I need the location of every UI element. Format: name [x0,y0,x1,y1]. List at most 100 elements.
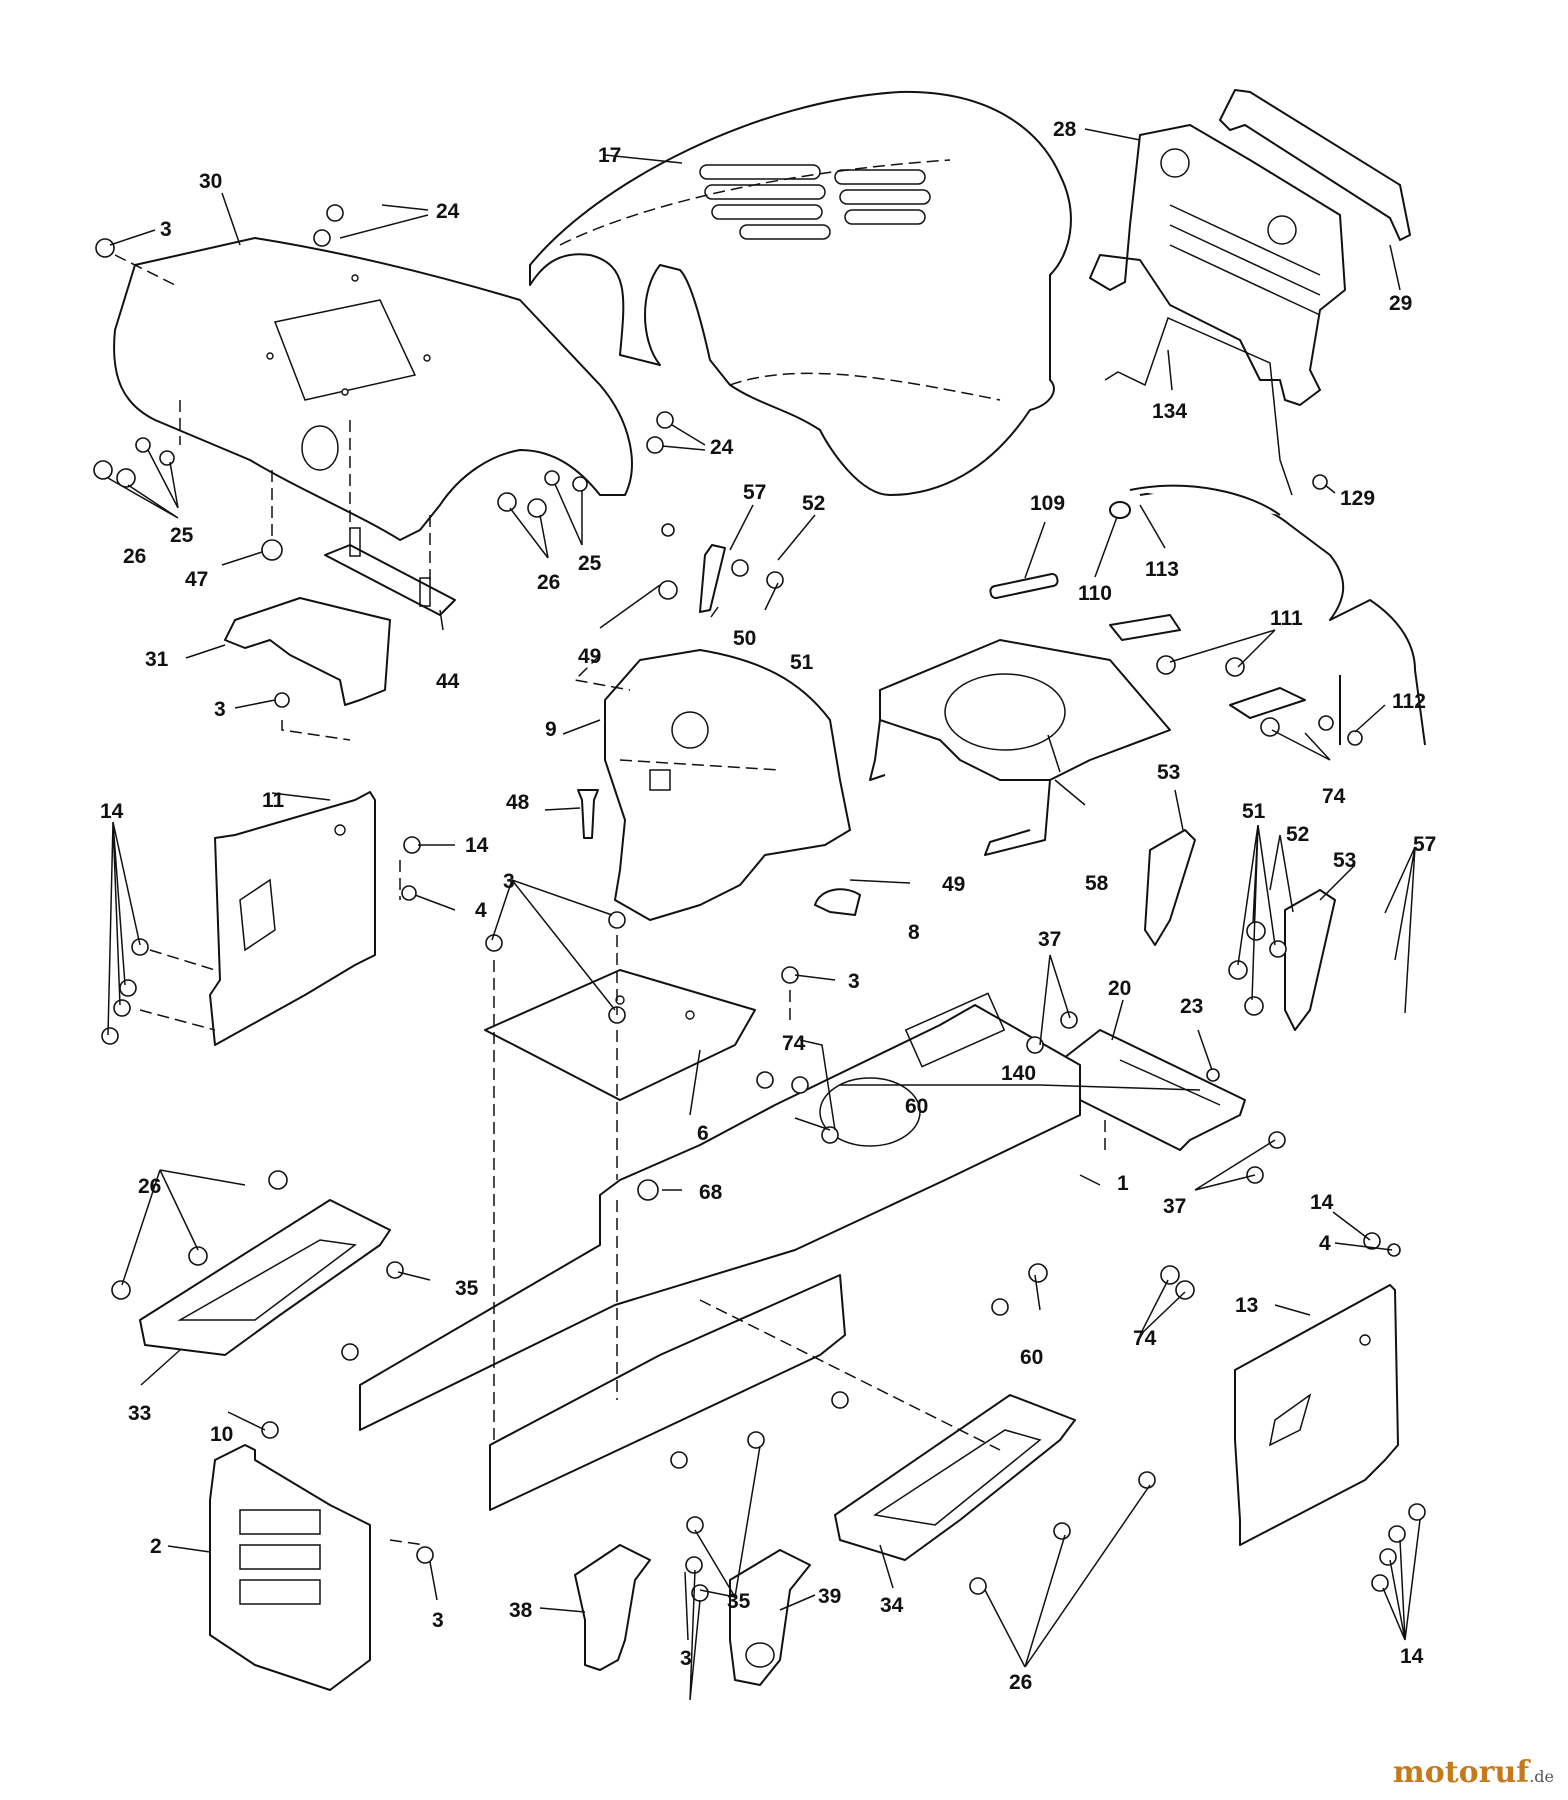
dash-bracket-part [224,539,391,706]
pedal-bracket-part [1054,1029,1246,1151]
callout-3: 3 [503,870,515,893]
plate-with-studs-part [324,527,456,616]
callout-48: 48 [506,791,530,814]
left-side-panel-part [209,791,376,1046]
callout-14: 14 [1310,1191,1334,1214]
callout-13: 13 [1235,1294,1258,1317]
callout-3: 3 [680,1647,692,1670]
dash-housing-part [604,649,851,921]
callout-26: 26 [1009,1671,1032,1694]
callout-11: 11 [262,789,285,812]
callout-23: 23 [1180,995,1203,1018]
callout-53: 53 [1333,849,1356,872]
callout-129: 129 [1340,487,1375,510]
callout-52: 52 [1286,823,1309,846]
callout-60: 60 [1020,1346,1043,1369]
callout-25: 25 [170,524,194,547]
callout-33: 33 [128,1402,151,1425]
callout-53: 53 [1157,761,1180,784]
callout-44: 44 [436,670,460,693]
main-frame-part [359,992,1081,1511]
callout-3: 3 [848,970,860,993]
callout-49: 49 [942,873,965,896]
callout-3: 3 [432,1609,444,1632]
assembly-lines [114,254,1106,1546]
callout-74: 74 [782,1032,806,1055]
callout-52: 52 [802,492,825,515]
callout-1: 1 [1117,1172,1129,1195]
callout-26: 26 [123,545,146,568]
front-bracket-part [209,1444,371,1691]
callout-57: 57 [743,481,766,504]
callout-110: 110 [1078,582,1112,605]
callout-26: 26 [138,1175,161,1198]
callout-38: 38 [509,1599,533,1622]
right-lower-bracket-part [729,1549,811,1686]
callout-109: 109 [1030,492,1065,515]
callout-140: 140 [1001,1062,1036,1085]
callout-30: 30 [199,170,222,193]
mounting-plate-part [484,969,756,1101]
callout-47: 47 [185,568,208,591]
leader-lines [107,128,1421,1701]
callout-3: 3 [160,218,172,241]
side-bracket-part [1144,829,1336,1031]
push-pin-part [577,789,599,839]
callout-34: 34 [880,1594,904,1617]
right-footrest-part [834,1394,1076,1561]
callout-35: 35 [727,1590,751,1613]
callout-14: 14 [465,834,489,857]
callout-57: 57 [1413,833,1436,856]
fastener-group [93,204,1426,1602]
callout-29: 29 [1389,292,1412,315]
callout-74: 74 [1322,785,1346,808]
callout-20: 20 [1108,977,1131,1000]
callout-14: 14 [100,800,124,823]
callout-112: 112 [1392,690,1426,713]
callout-3: 3 [214,698,226,721]
watermark-tld: .de [1529,1767,1554,1786]
callout-24: 24 [710,436,734,459]
callout-51: 51 [1242,800,1266,823]
grille-part [1089,124,1346,406]
callout-31: 31 [145,648,169,671]
site-watermark: motoruf.de [1393,1755,1554,1790]
plug-part [1109,501,1131,519]
link-part [658,523,784,613]
callout-26: 26 [537,571,560,594]
steering-tube-part [1109,484,1426,746]
left-footrest-part [139,1199,391,1356]
clip-part [814,888,861,916]
callout-24: 24 [436,200,460,223]
callout-68: 68 [699,1181,723,1204]
callout-113: 113 [1145,558,1179,581]
watermark-name: motoruf [1393,1755,1530,1790]
callout-49: 49 [578,645,601,668]
callout-4: 4 [475,899,487,922]
callout-111: 111 [1270,607,1303,630]
callout-6: 6 [697,1122,709,1145]
callout-51: 51 [790,651,814,674]
callout-60: 60 [905,1095,928,1118]
key-part [989,572,1059,600]
callout-2: 2 [150,1535,162,1558]
callout-labels: 17 30 3 24 24 25 26 25 26 47 31 3 44 28 … [100,118,1436,1694]
dash-panel-part [113,237,633,541]
callout-50: 50 [733,627,756,650]
callout-10: 10 [210,1423,233,1446]
callout-74: 74 [1133,1327,1157,1350]
callout-8: 8 [908,921,920,944]
callout-37: 37 [1163,1195,1186,1218]
callout-28: 28 [1053,118,1077,141]
callout-39: 39 [818,1585,841,1608]
dash-support-part [869,639,1171,856]
callout-134: 134 [1152,400,1187,423]
support-rod-part [1104,316,1328,496]
callout-14: 14 [1400,1645,1424,1668]
hood-part [529,90,1072,496]
left-lower-bracket-part [574,1544,651,1671]
callout-25: 25 [578,552,602,575]
callout-17: 17 [598,144,621,167]
